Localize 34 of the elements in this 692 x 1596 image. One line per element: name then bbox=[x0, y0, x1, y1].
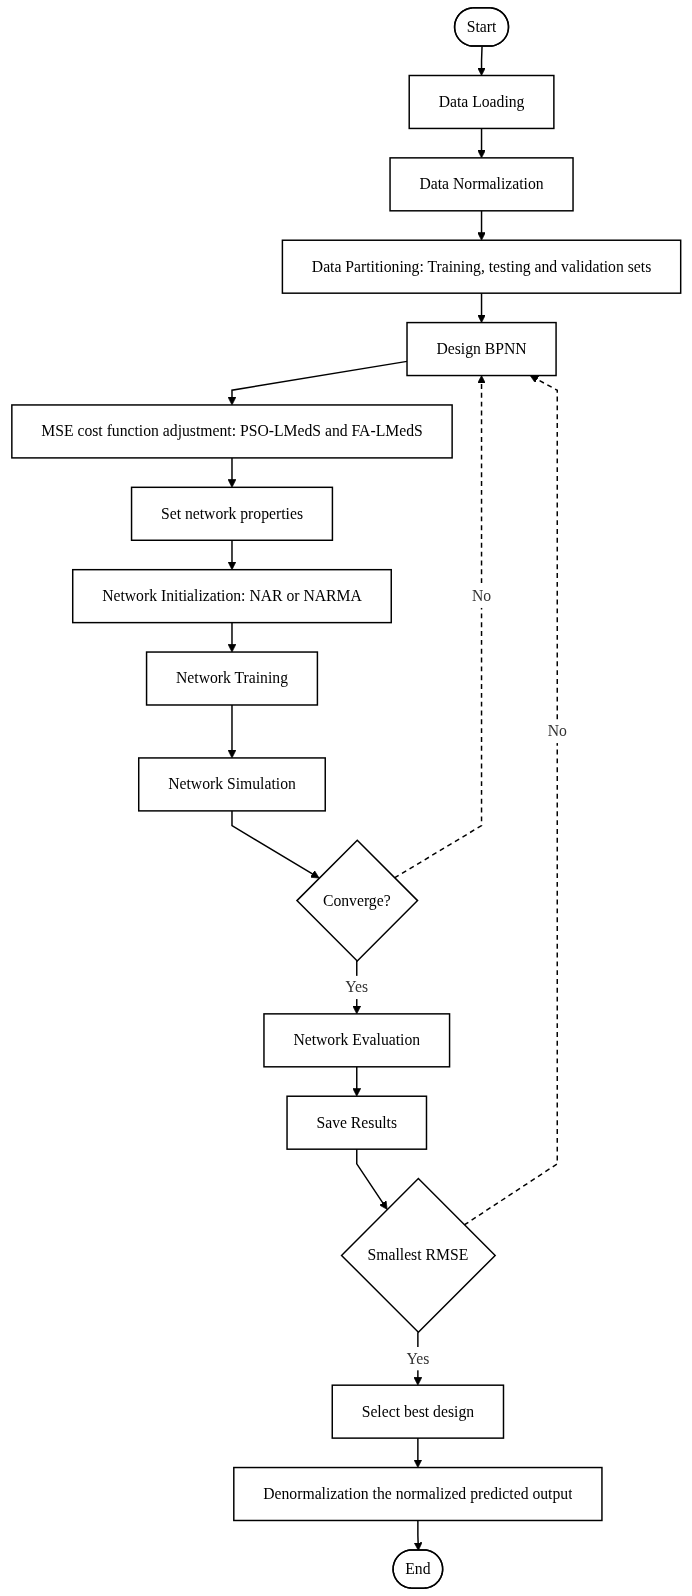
node-box: Network Evaluation bbox=[262, 1013, 451, 1068]
arrow bbox=[476, 292, 486, 323]
node-box: Network Initialization: NAR or NARMA bbox=[71, 568, 392, 624]
edge-label: Yes bbox=[345, 978, 368, 996]
node-box: Network Simulation bbox=[137, 757, 326, 812]
arrow bbox=[352, 1066, 361, 1097]
node-diamond: Smallest RMSE bbox=[340, 1177, 496, 1334]
node-box: Data Normalization bbox=[389, 157, 574, 212]
node-box: Select best design bbox=[331, 1384, 504, 1439]
node-box: Design BPNN bbox=[406, 321, 557, 377]
arrow bbox=[413, 1519, 423, 1551]
arrow bbox=[227, 704, 237, 759]
arrow bbox=[227, 539, 237, 571]
node-box: Data Loading bbox=[408, 74, 555, 130]
arrow bbox=[355, 1148, 388, 1210]
node-diamond: Converge? bbox=[295, 839, 419, 962]
arrow bbox=[393, 375, 486, 879]
arrow bbox=[231, 810, 320, 879]
arrow bbox=[476, 45, 486, 76]
node-box: Data Partitioning: Training, testing and validation sets bbox=[281, 239, 682, 294]
edge-label: No bbox=[471, 587, 491, 604]
arrow bbox=[476, 127, 486, 159]
node-box: Save Results bbox=[286, 1095, 427, 1150]
node-box: Set network properties bbox=[130, 486, 333, 541]
node-box: MSE cost function adjustment: PSO-LMedS and FA-LMedS bbox=[10, 404, 453, 459]
edge-label: No bbox=[547, 722, 567, 740]
node-box: Denormalization the normalized predicted output bbox=[232, 1466, 603, 1522]
arrow bbox=[227, 621, 237, 653]
edge-label: Yes bbox=[406, 1349, 430, 1367]
arrow bbox=[463, 375, 558, 1226]
node-box: Network Training bbox=[145, 651, 318, 706]
arrow bbox=[413, 1437, 422, 1468]
arrow bbox=[227, 457, 237, 488]
arrow bbox=[476, 210, 486, 241]
